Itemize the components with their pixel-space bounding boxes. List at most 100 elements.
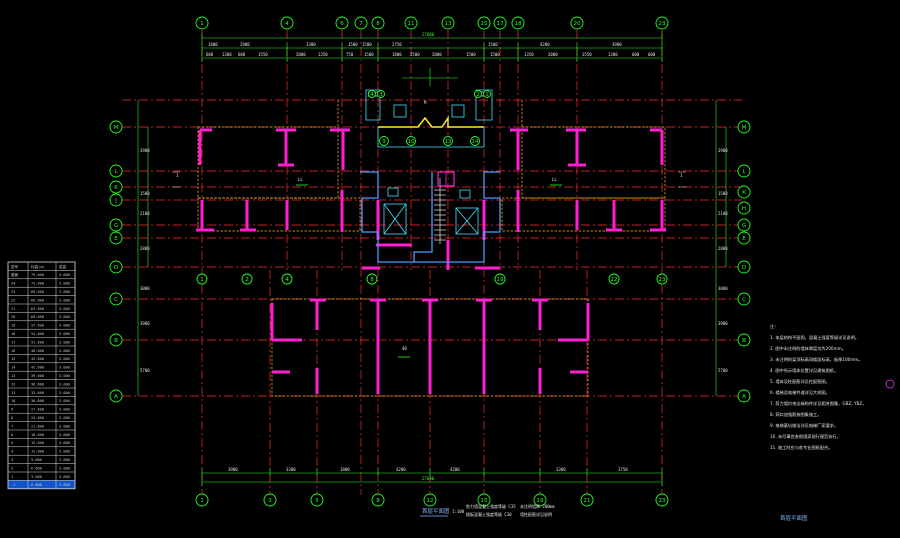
svg-text:13: 13 — [445, 139, 452, 145]
svg-text:1: 1 — [200, 277, 204, 283]
plan-scale: 1:100 — [452, 509, 465, 514]
svg-text:3300: 3300 — [306, 42, 316, 47]
svg-text:2500: 2500 — [410, 52, 420, 57]
svg-text:D: D — [114, 265, 118, 271]
svg-text:LL: LL — [298, 177, 303, 182]
axis-bubble-right: L — [737, 164, 751, 178]
level-table-cell: 16 — [11, 349, 15, 353]
note-line: 5. 墙体及柱配筋详见柱配筋图。 — [770, 378, 830, 385]
level-table-cell: 3.000 — [59, 391, 70, 395]
level-table-cell: 20 — [11, 315, 15, 319]
axis-bubble-mid: 23 — [656, 273, 668, 285]
level-table-cell: 36.600 — [31, 382, 44, 386]
level-table-cell: 3.000 — [59, 433, 70, 437]
axis-bubble-left: L — [109, 164, 123, 178]
axis-bubble-right: A — [737, 389, 751, 403]
axis-bubble-left: J — [109, 193, 123, 207]
svg-text:3000: 3000 — [140, 286, 150, 291]
level-table-cell: 42.600 — [31, 366, 44, 370]
note-line: 4. 图中所示墙体位置详见建筑图纸。 — [770, 367, 838, 374]
note-line: 11. 施工时应与各专业图纸配合。 — [770, 444, 832, 451]
svg-text:3300: 3300 — [286, 467, 296, 472]
plan-title: 首层平面图 — [422, 507, 450, 515]
svg-text:3: 3 — [379, 92, 383, 98]
right-drawing-title: 首层平面图 — [780, 514, 808, 522]
svg-text:4200: 4200 — [540, 42, 550, 47]
axis-bubble-right: C — [737, 292, 751, 306]
svg-text:2100: 2100 — [718, 211, 728, 216]
svg-text:4200: 4200 — [396, 467, 406, 472]
level-table-cell: 23 — [11, 290, 15, 294]
axis-bubble-small: 3 — [377, 90, 385, 98]
svg-text:1800: 1800 — [392, 52, 402, 57]
svg-text:3900: 3900 — [718, 148, 728, 153]
svg-text:6: 6 — [340, 21, 344, 27]
axis-bubble-top: 4 — [280, 16, 294, 30]
note-line: 6. 楼梯及电梯井道详见大样图。 — [770, 389, 830, 396]
level-table-cell: 6.600 — [31, 466, 42, 470]
axis-bubble-left: D — [109, 260, 123, 274]
note-line: 2. 图中未注明的墙体厚度均为200mm。 — [770, 345, 846, 352]
level-table-cell: 15 — [11, 357, 15, 361]
svg-text:M: M — [742, 125, 747, 131]
level-table-cell: 5 — [11, 441, 13, 445]
svg-text:1800: 1800 — [340, 467, 350, 472]
level-table-cell: 24 — [11, 282, 15, 286]
svg-text:1380: 1380 — [608, 52, 618, 57]
svg-text:15: 15 — [481, 21, 488, 27]
level-table-cell: 45.600 — [31, 357, 44, 361]
svg-text:21: 21 — [584, 498, 591, 504]
svg-text:D: D — [742, 265, 746, 271]
svg-text:4: 4 — [285, 21, 289, 27]
svg-text:2: 2 — [245, 277, 249, 283]
axis-bubble-left: M — [109, 120, 123, 134]
axis-bubble-top: 1 — [195, 16, 209, 30]
note-line: 3. 未注明的梁顶标高同楼面标高，板厚100mm。 — [770, 356, 863, 363]
svg-text:40: 40 — [402, 346, 407, 351]
level-table-cell: 18 — [11, 332, 15, 336]
svg-text:8: 8 — [376, 21, 380, 27]
axis-bubble-bottom: 23 — [655, 493, 669, 507]
axis-bubble-left: A — [109, 389, 123, 403]
svg-text:LL: LL — [552, 177, 557, 182]
level-table-cell: 60.600 — [31, 315, 44, 319]
level-table-cell: 3.000 — [59, 450, 70, 454]
svg-text:C: C — [114, 297, 118, 303]
level-table-cell: 27.600 — [31, 408, 44, 412]
level-table-cell: 24.600 — [31, 416, 44, 420]
level-table-cell: 3.000 — [59, 466, 70, 470]
annotation-marks: LL LL 40 1 1 — [172, 171, 686, 358]
level-table-cell: 3.000 — [59, 324, 70, 328]
axis-bubble-top: 15 — [477, 16, 491, 30]
svg-text:1380: 1380 — [222, 52, 232, 57]
svg-text:1500: 1500 — [466, 52, 476, 57]
svg-text:3750: 3750 — [618, 467, 628, 472]
svg-text:600: 600 — [648, 52, 656, 57]
stair-treads — [434, 178, 446, 244]
axis-bubble-bottom: 21 — [580, 493, 594, 507]
level-table-cell: 21.600 — [31, 424, 44, 428]
bottom-dimension-lines: 3900 3300 1800 4200 4200 3300 3750 27600 — [201, 467, 663, 486]
level-table-cell: 3.000 — [59, 441, 70, 445]
level-table-cell: 39.600 — [31, 374, 44, 378]
svg-text:3900: 3900 — [718, 321, 728, 326]
svg-text:600: 600 — [632, 52, 640, 57]
axis-bubble-left: G — [109, 218, 123, 232]
svg-text:5700: 5700 — [718, 368, 728, 373]
svg-text:E: E — [742, 236, 746, 242]
svg-text:1500: 1500 — [348, 42, 358, 47]
axis-bubble-right: G — [737, 218, 751, 232]
level-table-cell: 3.600 — [31, 475, 42, 479]
svg-text:15: 15 — [481, 498, 488, 504]
svg-text:1500: 1500 — [364, 52, 374, 57]
svg-text:1500: 1500 — [362, 42, 372, 47]
svg-text:13: 13 — [445, 21, 452, 27]
svg-text:3300: 3300 — [556, 467, 566, 472]
svg-text:23: 23 — [659, 21, 666, 27]
svg-text:B: B — [742, 338, 746, 344]
level-table-cell: 1 — [11, 475, 13, 479]
level-table-cell: 8 — [11, 416, 13, 420]
